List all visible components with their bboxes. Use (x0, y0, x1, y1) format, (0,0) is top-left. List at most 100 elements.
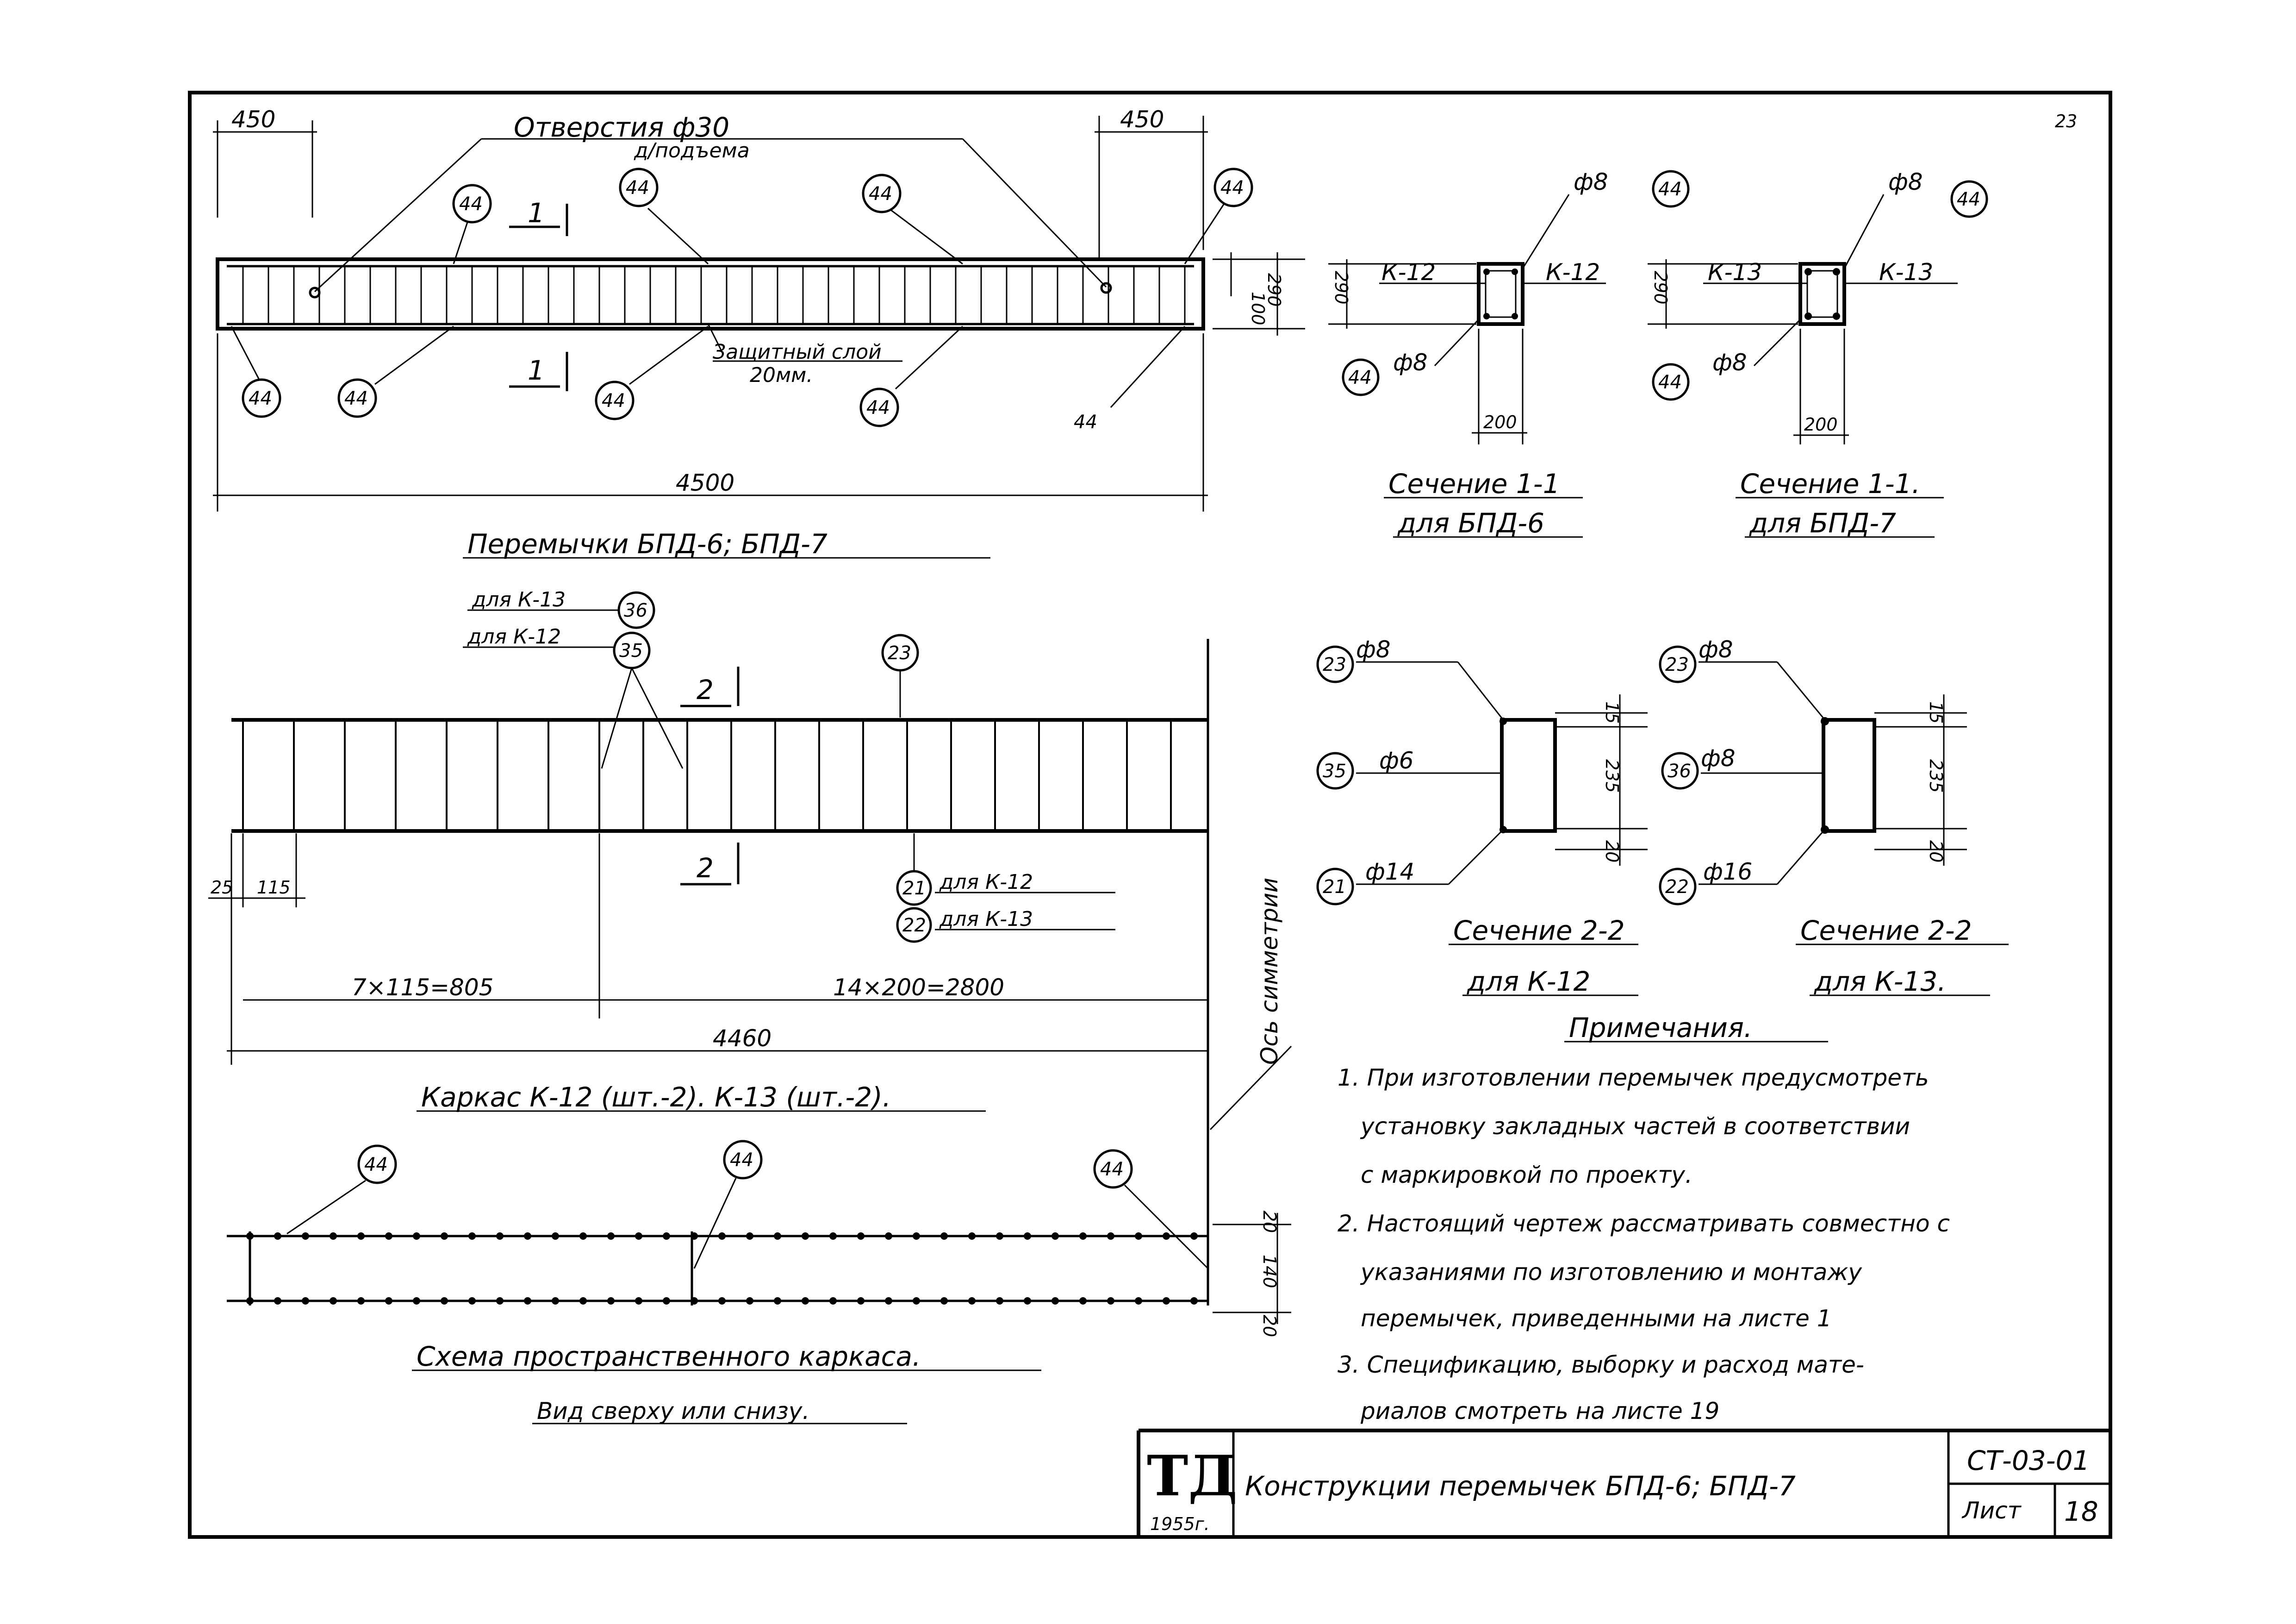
svg-text:44: 44 (1658, 179, 1682, 200)
beam-section-mark-top: 1 (528, 197, 545, 229)
plan-bar-dot (1190, 1232, 1198, 1240)
svg-text:21: 21 (1323, 876, 1346, 898)
note-line-5: указаниями по изготовлению и монтажу (1360, 1259, 1862, 1286)
plan-bar-dot (413, 1297, 420, 1305)
plan-bar-dot (1024, 1297, 1031, 1305)
svg-text:290: 290 (1331, 271, 1351, 305)
note-line-8: риалов смотреть на листе 19 (1360, 1398, 1719, 1424)
svg-text:К-12: К-12 (1546, 259, 1600, 286)
plan-bar-dot (1190, 1297, 1198, 1305)
cover-label: Защитный слой (713, 340, 882, 364)
plan-bar-dot (607, 1232, 615, 1240)
cover-value: 20мм. (750, 363, 813, 387)
plan-bar-dot (441, 1232, 448, 1240)
beam-dim-h2: 290 (1264, 273, 1284, 307)
plan-bar-dot (968, 1232, 976, 1240)
svg-text:ф8: ф8 (1574, 169, 1608, 195)
svg-text:для БПД-7: для БПД-7 (1749, 507, 1896, 539)
plan-bar-dot (913, 1297, 920, 1305)
plan-bar-dot (1107, 1297, 1114, 1305)
plan-bar-dot (274, 1232, 281, 1240)
plan-bar-dot (1135, 1232, 1142, 1240)
plan-bar-dot (691, 1297, 698, 1305)
svg-text:ф8: ф8 (1888, 169, 1923, 195)
plan-bar-dot (996, 1297, 1003, 1305)
plan-bar-dot (357, 1297, 365, 1305)
svg-text:23: 23 (888, 643, 911, 664)
notes: Примечания. 1. При изготовлении перемыче… (1338, 1012, 1950, 1424)
section-1-1-k12: 290 К-12 К-12 ф8 44 ф8 44 200 Сечение 1-… (1328, 169, 1690, 539)
section-2-2-k12-title: Сечение 2-2 (1453, 915, 1625, 946)
plan-bar-dot (635, 1232, 642, 1240)
plan-bar-dot (1163, 1297, 1170, 1305)
beam-mark-bubbles: 44 44 44 44 44 44 44 44 44 (230, 168, 1253, 433)
plan-bar-dot (552, 1297, 559, 1305)
plan-bar-dot (635, 1297, 642, 1305)
plan-bar-dot (1107, 1232, 1114, 1240)
svg-text:44: 44 (249, 388, 272, 409)
note-line-7: 3. Спецификацию, выборку и расход мате- (1338, 1351, 1864, 1378)
frame-title: Каркас К-12 (шт.-2). К-13 (шт.-2). (421, 1081, 891, 1113)
svg-text:для К-13.: для К-13. (1814, 966, 1946, 997)
section-2-2-k13-title: Сечение 2-2 (1800, 915, 1972, 946)
plan-bar-dot (330, 1232, 337, 1240)
plan-title: Схема пространственного каркаса. (417, 1341, 921, 1372)
svg-text:для БПД-6: для БПД-6 (1397, 507, 1544, 539)
svg-text:20: 20 (1926, 840, 1946, 862)
svg-text:ф8: ф8 (1701, 745, 1736, 772)
svg-text:для К-13: для К-13 (472, 588, 566, 612)
svg-text:44: 44 (1100, 1159, 1124, 1180)
plan-bar-dot (1135, 1297, 1142, 1305)
svg-text:для К-12: для К-12 (939, 870, 1033, 894)
drawing-title: Конструкции перемычек БПД-6; БПД-7 (1245, 1470, 1796, 1502)
svg-text:44: 44 (459, 194, 483, 215)
plan-bar-dot (746, 1232, 753, 1240)
beam-section-mark-bottom: 1 (528, 355, 545, 386)
notes-title: Примечания. (1569, 1012, 1752, 1043)
svg-text:35: 35 (619, 640, 643, 662)
plan-bar-dot (913, 1232, 920, 1240)
svg-text:36: 36 (624, 600, 647, 621)
svg-text:К-13: К-13 (1879, 259, 1933, 286)
title-logo: ТД (1147, 1443, 1238, 1509)
plan-bar-dot (1052, 1232, 1059, 1240)
svg-text:22: 22 (902, 915, 926, 936)
plan-bar-dot (774, 1232, 781, 1240)
svg-text:для К-12: для К-12 (1467, 966, 1590, 997)
beam-dim-length: 4500 (676, 469, 734, 496)
note-line-4: 2. Настоящий чертеж рассматривать совмес… (1338, 1210, 1950, 1237)
svg-text:23: 23 (1665, 654, 1689, 675)
plan-bar-dot (246, 1232, 254, 1240)
sheet-label: Лист (1961, 1497, 2022, 1524)
svg-text:44: 44 (869, 183, 892, 205)
plan-bar-dot (663, 1297, 670, 1305)
plan-bar-dots (246, 1232, 1198, 1305)
plan-bar-dot (246, 1297, 254, 1305)
svg-text:К-12: К-12 (1381, 259, 1436, 286)
plan-bar-dot (718, 1297, 726, 1305)
svg-text:44: 44 (1658, 372, 1682, 393)
plan-bar-dot (940, 1297, 948, 1305)
svg-text:7×115=805: 7×115=805 (352, 974, 493, 1001)
svg-text:2: 2 (697, 852, 714, 884)
plan-bar-dot (1079, 1232, 1087, 1240)
svg-text:14×200=2800: 14×200=2800 (833, 974, 1004, 1001)
svg-text:15: 15 (1926, 701, 1946, 724)
svg-text:15: 15 (1602, 701, 1622, 724)
plan-bar-dot (413, 1232, 420, 1240)
plan-bar-dot (274, 1297, 281, 1305)
plan-bar-dot (385, 1232, 392, 1240)
beam-outline (216, 257, 1205, 331)
beam-dim-h1: 100 (1248, 292, 1268, 325)
plan-bar-dot (774, 1297, 781, 1305)
plan-bar-dot (663, 1232, 670, 1240)
plan-bar-dot (1052, 1297, 1059, 1305)
frame-elevation: для К-13 36 для К-12 35 23 2 2 21 для К-… (208, 588, 1292, 1231)
beam-title: Перемычки БПД-6; БПД-7 (467, 528, 828, 560)
plan-bar-dot (857, 1297, 865, 1305)
svg-text:44: 44 (344, 388, 368, 409)
plan-bar-dot (802, 1232, 809, 1240)
plan-bar-dot (385, 1297, 392, 1305)
svg-text:235: 235 (1602, 759, 1622, 793)
